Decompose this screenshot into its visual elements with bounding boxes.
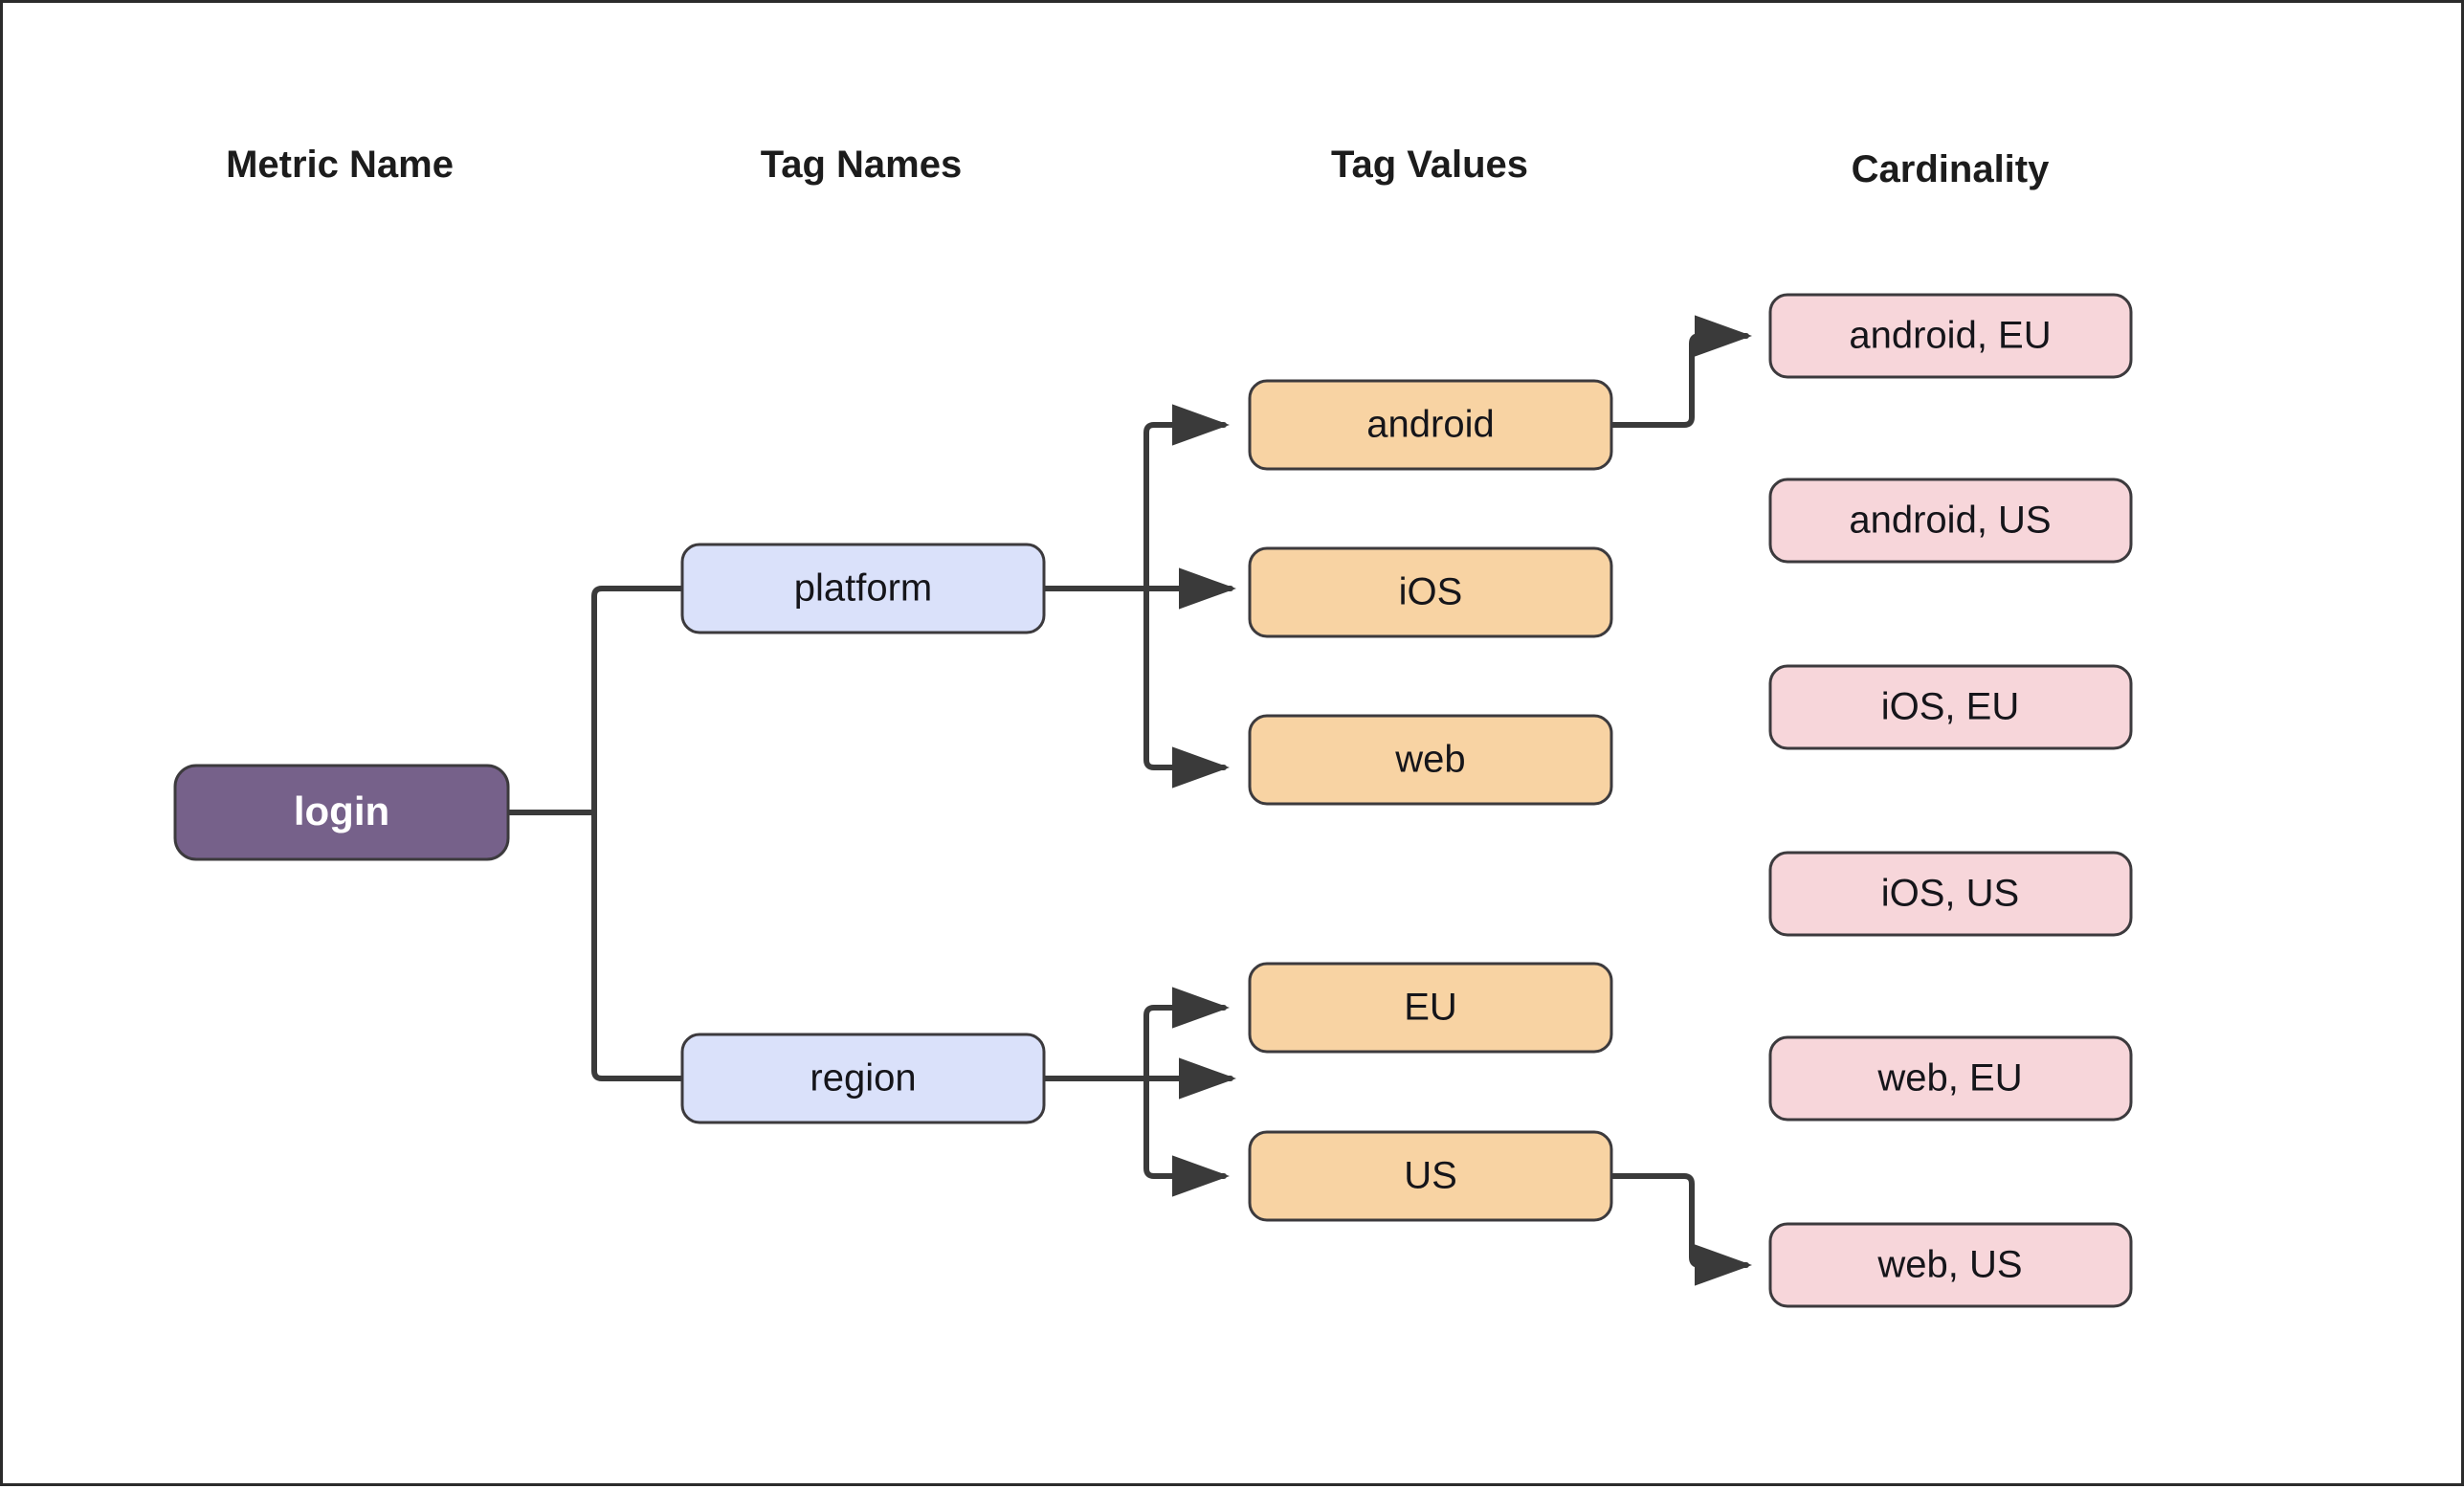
node-android-eu-box[interactable] xyxy=(1768,293,2133,379)
node-web-us[interactable]: web, US xyxy=(1768,1222,2133,1308)
column-header-tag-values: Tag Values xyxy=(1331,144,1528,186)
node-ios[interactable]: iOS xyxy=(1248,546,1613,638)
node-web[interactable]: web xyxy=(1248,714,1613,806)
node-login[interactable]: login xyxy=(173,764,510,861)
node-eu[interactable]: EU xyxy=(1248,962,1613,1054)
node-android-box[interactable] xyxy=(1248,379,1613,471)
edge-layer xyxy=(505,315,1752,1286)
node-ios-us-label: iOS, US xyxy=(1881,873,2019,915)
node-us[interactable]: US xyxy=(1248,1130,1613,1222)
node-web-box[interactable] xyxy=(1248,714,1613,806)
node-region-label: region xyxy=(810,1057,916,1100)
metric-cardinality-diagram: Metric Name Tag Names Tag Values Cardina… xyxy=(173,144,2133,1308)
edge-login-to-region[interactable] xyxy=(591,810,1236,1100)
edge-us-to-web-us[interactable] xyxy=(1609,1173,1752,1286)
node-ios-eu-label: iOS, EU xyxy=(1881,686,2019,728)
node-android-label: android xyxy=(1366,404,1494,446)
edge-login-to-platform[interactable] xyxy=(591,567,1236,815)
edge-platform-to-android[interactable] xyxy=(1143,404,1230,591)
node-web-eu-box[interactable] xyxy=(1768,1035,2133,1122)
node-region-box[interactable] xyxy=(680,1033,1046,1124)
node-web-us-box[interactable] xyxy=(1768,1222,2133,1308)
node-ios-label: iOS xyxy=(1399,571,1463,613)
node-us-label: US xyxy=(1404,1155,1457,1197)
edge-platform-to-web[interactable] xyxy=(1143,586,1230,789)
node-android-us[interactable]: android, US xyxy=(1768,478,2133,564)
node-platform-label: platform xyxy=(794,567,933,610)
node-eu-box[interactable] xyxy=(1248,962,1613,1054)
node-ios-us[interactable]: iOS, US xyxy=(1768,851,2133,937)
node-us-box[interactable] xyxy=(1248,1130,1613,1222)
node-eu-label: EU xyxy=(1404,987,1457,1029)
node-web-label: web xyxy=(1394,739,1465,781)
node-ios-eu-box[interactable] xyxy=(1768,664,2133,750)
column-header-tag-names: Tag Names xyxy=(761,144,962,186)
node-ios-us-box[interactable] xyxy=(1768,851,2133,937)
node-login-box[interactable] xyxy=(173,764,510,861)
node-ios-eu[interactable]: iOS, EU xyxy=(1768,664,2133,750)
node-login-label: login xyxy=(294,789,389,833)
node-web-eu-label: web, EU xyxy=(1876,1057,2022,1100)
node-android-us-box[interactable] xyxy=(1768,478,2133,564)
node-web-eu[interactable]: web, EU xyxy=(1768,1035,2133,1122)
node-platform-box[interactable] xyxy=(680,543,1046,634)
node-android-eu-label: android, EU xyxy=(1849,315,2051,357)
node-ios-box[interactable] xyxy=(1248,546,1613,638)
edge-android-to-android-eu[interactable] xyxy=(1609,315,1752,428)
node-region[interactable]: region xyxy=(680,1033,1046,1124)
node-web-us-label: web, US xyxy=(1876,1244,2022,1286)
edge-region-to-us[interactable] xyxy=(1143,1076,1230,1197)
node-android[interactable]: android xyxy=(1248,379,1613,471)
column-headers: Metric Name Tag Names Tag Values Cardina… xyxy=(226,144,2050,190)
column-header-cardinality: Cardinality xyxy=(1852,148,2050,190)
edge-region-to-eu[interactable] xyxy=(1143,987,1230,1081)
node-platform[interactable]: platform xyxy=(680,543,1046,634)
column-header-metric-name: Metric Name xyxy=(226,144,454,186)
node-android-eu[interactable]: android, EU xyxy=(1768,293,2133,379)
node-android-us-label: android, US xyxy=(1849,500,2051,542)
